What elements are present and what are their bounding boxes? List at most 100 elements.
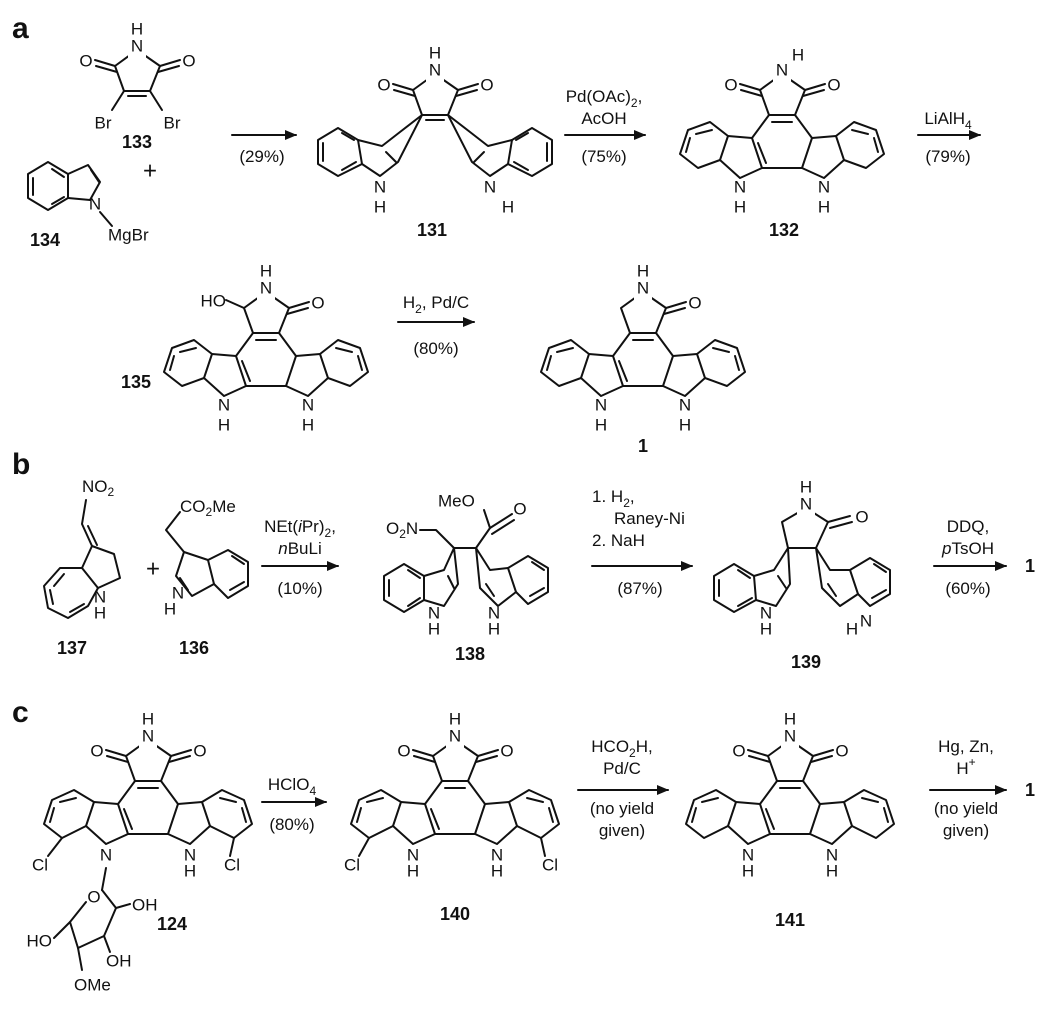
atom-n: N [800, 494, 812, 513]
reagent-text: HCO2H, [591, 737, 652, 760]
atom-o: O [513, 499, 526, 518]
atom-h: H [164, 599, 176, 618]
atom-h: H [800, 477, 812, 496]
structure-134: N MgBr 134 [27, 161, 149, 250]
atom-n: N [407, 845, 419, 864]
atom-o: O [193, 741, 206, 760]
atom-o: O [688, 293, 701, 312]
atom-co2me: CO2Me [180, 497, 236, 519]
atom-n: N [760, 603, 772, 622]
label-133: 133 [122, 132, 152, 152]
reagent-text: HClO4 [268, 775, 317, 798]
atom-n: N [826, 845, 838, 864]
atom-br: Br [164, 113, 181, 132]
structure-133: N H O O Br Br 133 [79, 19, 195, 152]
label-132: 132 [769, 220, 799, 240]
atom-n: N [89, 194, 101, 213]
yield-text: (87%) [617, 579, 662, 598]
atom-n: N [94, 587, 106, 606]
structure-131: N H O O N H N H 131 [317, 43, 553, 240]
label-141: 141 [775, 910, 805, 930]
atom-cl: Cl [542, 855, 558, 874]
note-text: given) [943, 821, 989, 840]
atom-n: N [595, 395, 607, 414]
yield-text: (75%) [581, 147, 626, 166]
atom-no2: NO2 [82, 477, 115, 499]
structure-140: N H O O Cl N H Cl N H 140 [344, 709, 560, 924]
reagent-text: Hg, Zn, [938, 737, 994, 756]
reagent-text: AcOH [581, 109, 626, 128]
atom-n: N [784, 726, 796, 745]
atom-ho: HO [27, 931, 53, 950]
atom-h: H [260, 261, 272, 280]
atom-h: H [94, 603, 106, 622]
atom-h: H [784, 709, 796, 728]
yield-text: (60%) [945, 579, 990, 598]
structure-132: N H O O N H N H 132 [679, 45, 885, 240]
atom-h: H [407, 861, 419, 880]
atom-n: N [734, 177, 746, 196]
atom-o2n: O2N [386, 519, 418, 541]
atom-o: O [835, 741, 848, 760]
note-text: (no yield [934, 799, 998, 818]
label-139: 139 [791, 652, 821, 672]
atom-ho: HO [201, 291, 227, 310]
atom-h: H [595, 415, 607, 434]
atom-o: O [79, 51, 92, 70]
structure-139: N H O N H N H 139 [713, 477, 891, 672]
atom-o: O [480, 75, 493, 94]
reagent-text: H2, Pd/C [403, 293, 469, 316]
label-134: 134 [30, 230, 60, 250]
atom-n: N [184, 845, 196, 864]
atom-h: H [792, 45, 804, 64]
reagent-text: 1. H2, [592, 487, 635, 510]
atom-br: Br [95, 113, 112, 132]
label-138: 138 [455, 644, 485, 664]
structure-124: N H O O Cl N Cl N H O OH OH OMe HO 124 [27, 709, 253, 994]
note-text: given) [599, 821, 645, 840]
atom-h: H [428, 619, 440, 638]
atom-cl: Cl [224, 855, 240, 874]
reagent-text: Pd/C [603, 759, 641, 778]
structure-136: CO2Me N H 136 [164, 497, 249, 658]
panel-label-c: c [12, 696, 29, 729]
atom-h: H [449, 709, 461, 728]
atom-cl: Cl [32, 855, 48, 874]
atom-h: H [131, 19, 143, 38]
label-1: 1 [1025, 556, 1035, 576]
atom-n: N [860, 611, 872, 630]
label-1: 1 [638, 436, 648, 456]
atom-h: H [488, 619, 500, 638]
reagent-text: pTsOH [941, 539, 994, 558]
label-137: 137 [57, 638, 87, 658]
atom-n: N [374, 177, 386, 196]
atom-n: N [484, 177, 496, 196]
atom-n: N [260, 278, 272, 297]
reagent-text: 2. NaH [592, 531, 645, 550]
atom-n: N [131, 36, 143, 55]
atom-h: H [826, 861, 838, 880]
atom-h: H [742, 861, 754, 880]
atom-o: O [827, 75, 840, 94]
yield-text: (29%) [239, 147, 284, 166]
atom-n: N [637, 278, 649, 297]
atom-h: H [184, 861, 196, 880]
atom-n: N [488, 603, 500, 622]
atom-n: N [679, 395, 691, 414]
yield-text: (80%) [413, 339, 458, 358]
panel-label-b: b [12, 448, 30, 481]
reagent-text: LiAlH4 [924, 109, 972, 132]
atom-n: N [428, 603, 440, 622]
atom-cl: Cl [344, 855, 360, 874]
atom-h: H [502, 197, 514, 216]
atom-n: N [491, 845, 503, 864]
plus-sign: + [146, 555, 160, 582]
atom-o: O [500, 741, 513, 760]
atom-h: H [679, 415, 691, 434]
atom-meo: MeO [438, 491, 475, 510]
atom-n: N [742, 845, 754, 864]
atom-n: N [172, 583, 184, 602]
structure-1: N H O N H N H 1 [540, 261, 746, 456]
atom-h: H [429, 43, 441, 62]
atom-o: O [724, 75, 737, 94]
